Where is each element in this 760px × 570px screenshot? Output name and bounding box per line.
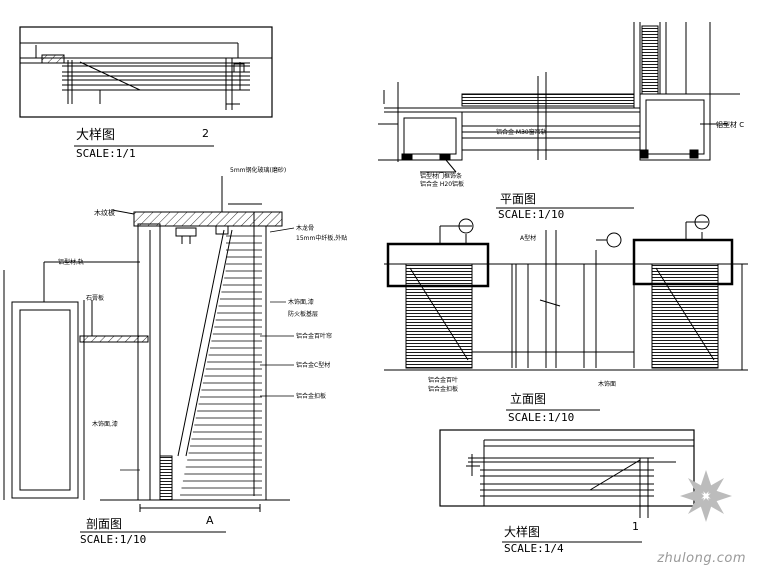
detail-bottom-title: 大样图: [504, 524, 540, 539]
plan-scale: SCALE:1/10: [498, 208, 564, 221]
elevation-scale: SCALE:1/10: [508, 411, 574, 424]
elevation-label: 立面图 SCALE:1/10: [506, 391, 600, 424]
plan-label: 平面图 SCALE:1/10: [496, 192, 634, 221]
detail-bottom-scale: SCALE:1/4: [504, 542, 564, 555]
elevation-note-1: A型材: [520, 234, 536, 242]
elevation-view: [384, 221, 748, 371]
section-note-2: 木纹板: [94, 208, 115, 217]
plan-notes: 铝型材 C 铝合金 M30窗帘轨 铝型材门框饰条 铝合金 H20铝板: [420, 120, 744, 188]
section-note-8: 防火板基层: [288, 310, 318, 318]
section-notes: 5mm钢化玻璃(磨砂) 木纹板 木龙骨 15mm中纤板,外贴 铝型材,轨 石膏板…: [58, 166, 347, 428]
elevation-markers: [458, 214, 710, 248]
section-scale: SCALE:1/10: [80, 533, 146, 546]
elevation-notes: A型材 铝合金百叶 铝合金扣板 木饰面: [428, 234, 616, 393]
section-slats: [180, 235, 262, 496]
section-label: 剖面图 A SCALE:1/10: [80, 514, 226, 546]
section-note-4: 15mm中纤板,外贴: [296, 234, 347, 242]
section-number: A: [206, 514, 214, 527]
plan-title: 平面图: [500, 192, 536, 206]
section-note-6: 石膏板: [86, 294, 104, 302]
plan-note-4: 铝合金 H20铝板: [420, 180, 464, 188]
detail-top-scale: SCALE:1/1: [76, 147, 136, 160]
section-title: 剖面图: [86, 517, 122, 531]
elevation-marker-a-icon: [458, 218, 474, 234]
section-note-9: 铝合金百叶帘: [296, 332, 332, 340]
section-note-5: 铝型材,轨: [58, 258, 84, 266]
section-leaders: [120, 227, 295, 471]
plan-note-2: 铝合金 M30窗帘轨: [496, 128, 547, 136]
plan-note-1: 铝型材 C: [716, 120, 744, 129]
detail-top-label: 大样图 2 SCALE:1/1: [74, 127, 214, 160]
elevation-marker-c-icon: [606, 232, 622, 248]
section-note-3: 木龙骨: [296, 224, 314, 232]
section-note-1: 5mm钢化玻璃(磨砂): [230, 166, 286, 174]
elevation-marker-b-icon: [694, 214, 710, 230]
watermark-text: zhulong.com: [657, 551, 746, 566]
plan-view: [378, 22, 740, 173]
section-note-10: 铝合金C型材: [296, 361, 330, 369]
plan-note-3: 铝型材门框饰条: [420, 172, 462, 180]
section-note-7: 木饰面,漆: [288, 298, 314, 306]
elevation-note-4: 木饰面: [598, 380, 616, 388]
elevation-note-2: 铝合金百叶: [428, 376, 458, 384]
elevation-title: 立面图: [510, 391, 546, 406]
detail-bottom-label: 大样图 1 SCALE:1/4: [502, 520, 642, 555]
section-view: [3, 176, 290, 512]
section-note-11: 铝合金扣板: [296, 392, 326, 400]
zhulong-logo: [680, 470, 732, 522]
elevation-note-3: 铝合金扣板: [428, 385, 458, 393]
detail-top-view: [19, 26, 273, 118]
detail-top-number: 2: [202, 127, 209, 140]
section-note-12: 木饰面,漆: [92, 420, 118, 428]
detail-bottom-number: 1: [632, 520, 639, 533]
detail-bottom-view: [439, 429, 695, 518]
detail-top-title: 大样图: [76, 128, 115, 143]
